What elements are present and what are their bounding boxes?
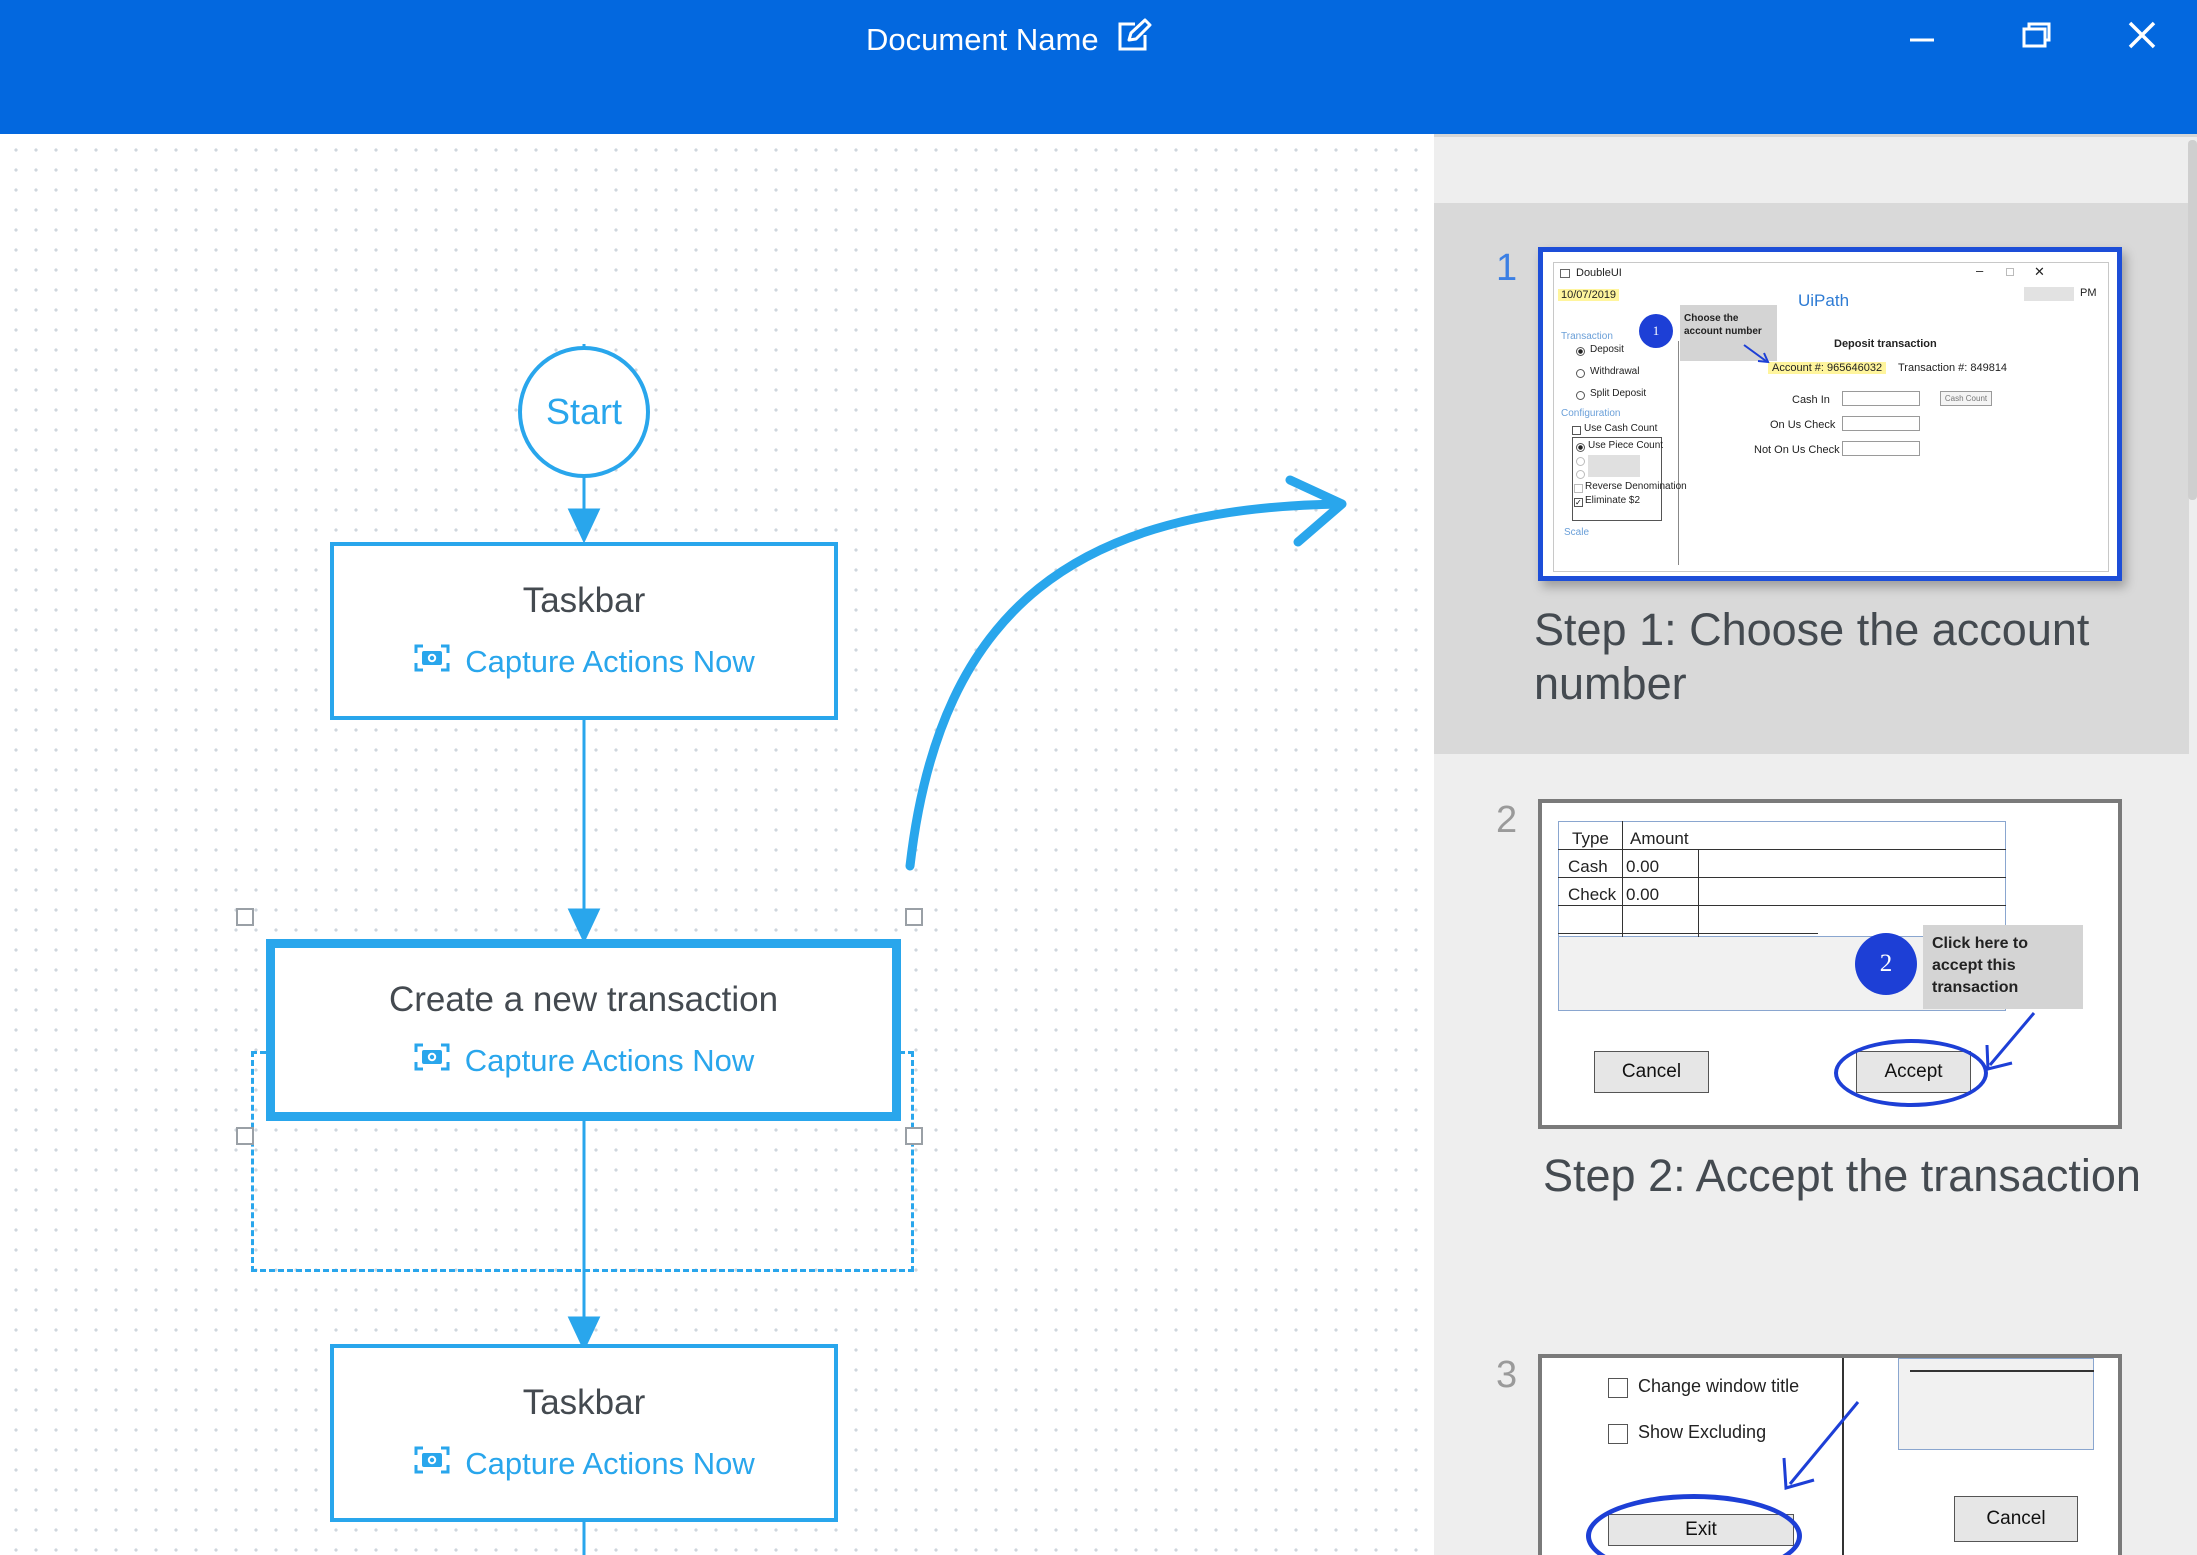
capture-label: Capture Actions Now [465, 1446, 755, 1481]
column-header-amount: Amount [1630, 829, 1689, 848]
node-title: Taskbar [522, 1383, 646, 1422]
not-on-us-check-label: Not On Us Check [1754, 444, 1840, 456]
arrowhead [567, 908, 601, 944]
cancel-button: Cancel [1954, 1496, 2078, 1542]
deposit-heading: Deposit transaction [1834, 338, 1937, 350]
checkbox-show-excluding: Show Excluding [1638, 1422, 1767, 1442]
step-card-2[interactable]: 2 Type Amount Cash 0.00 Check 0.00 2 Cli… [1434, 757, 2189, 1277]
cell-amount: 0.00 [1626, 885, 1660, 904]
step-number: 3 [1496, 1354, 1518, 1396]
flow-node-taskbar-2[interactable]: Taskbar Capture Actions Now [330, 1344, 838, 1522]
cash-in-label: Cash In [1792, 394, 1830, 406]
transaction-number: Transaction #: 849814 [1898, 362, 2008, 374]
capture-actions-button[interactable]: Capture Actions Now [413, 1445, 755, 1483]
resize-handle-bottom-right[interactable] [905, 1127, 923, 1145]
radio-deposit: Deposit [1590, 344, 1624, 355]
checkbox-use-cash-count: Use Cash Count [1584, 423, 1658, 434]
callout-text: Choose the account number [1684, 313, 1762, 337]
steps-panel[interactable]: 1 DoubleUI – ✕ 10/07/2019 PM UiPath 1 Ch… [1434, 134, 2197, 1555]
document-title-group[interactable]: Document Name [866, 18, 1153, 62]
document-name[interactable]: Document Name [866, 22, 1099, 57]
node-title: Create a new transaction [388, 980, 779, 1019]
arrow-pointer [1782, 1401, 1860, 1490]
checkbox-change-window-title: Change window title [1638, 1376, 1800, 1396]
flow-node-taskbar[interactable]: Taskbar Capture Actions Now [330, 542, 838, 720]
checkbox-eliminate: Eliminate $2 [1585, 495, 1641, 506]
cell-type: Check [1568, 885, 1617, 904]
transaction-group-label: Transaction [1561, 331, 1613, 342]
scale-label: Scale [1564, 527, 1590, 538]
flow-connectors [567, 344, 1347, 1555]
step-caption: Step 1: Choose the account number [1534, 604, 2090, 709]
capture-actions-button[interactable]: Capture Actions Now [413, 1042, 754, 1080]
panel-scrollbar[interactable] [2188, 140, 2197, 500]
date-label: 10/07/2019 [1558, 289, 1620, 301]
start-label: Start [545, 391, 623, 432]
resize-handle-top-left[interactable] [236, 908, 254, 926]
node-title: Taskbar [522, 581, 646, 620]
arrow-pointer [1743, 344, 1770, 364]
cell-amount: 0.00 [1626, 857, 1660, 876]
capture-label: Capture Actions Now [464, 1043, 755, 1078]
column-header-type: Type [1572, 829, 1609, 848]
time-label: PM [2080, 287, 2097, 299]
step-caption: Step 2: Accept the transaction [1543, 1150, 2141, 1201]
curved-arrow [905, 475, 1347, 871]
callout-number: 1 [1652, 323, 1660, 338]
radio-use-piece-count: Use Piece Count [1588, 440, 1664, 451]
callout-text: Click here to accept this transaction [1932, 935, 2029, 996]
cancel-button: Cancel [1594, 1051, 1709, 1093]
step-number: 1 [1496, 247, 1518, 289]
cash-count-button: Cash Count [1940, 391, 1992, 406]
checkbox-reverse-denomination: Reverse Denomination [1585, 481, 1687, 492]
flow-node-create-transaction[interactable]: Create a new transaction Capture Actions… [266, 939, 901, 1121]
resize-handle-bottom-left[interactable] [236, 1127, 254, 1145]
capture-actions-button[interactable]: Capture Actions Now [413, 643, 755, 681]
configuration-group-label: Configuration [1561, 408, 1621, 419]
window-title: DoubleUI [1576, 267, 1622, 279]
minimize-icon[interactable] [1892, 10, 1952, 60]
capture-label: Capture Actions Now [465, 644, 755, 679]
brand-label: UiPath [1798, 291, 1850, 310]
close-icon[interactable] [2112, 10, 2172, 60]
step-card-1[interactable]: 1 DoubleUI – ✕ 10/07/2019 PM UiPath 1 Ch… [1434, 203, 2189, 754]
callout-number: 2 [1879, 950, 1893, 977]
step-screenshot[interactable]: Type Amount Cash 0.00 Check 0.00 2 Click… [1538, 799, 2122, 1129]
cell-type: Cash [1568, 857, 1608, 876]
camera-icon [413, 1445, 451, 1483]
step-card-3[interactable]: 3 Change window title Show Excluding Exi… [1434, 1312, 2189, 1555]
step-screenshot[interactable]: Change window title Show Excluding Exit … [1538, 1354, 2122, 1555]
start-node[interactable]: Start [518, 346, 650, 478]
flow-canvas[interactable]: Start Taskbar Capture Actions Now Create… [0, 134, 1434, 1555]
camera-icon [413, 643, 451, 681]
restore-icon[interactable] [2006, 10, 2066, 60]
step-number: 2 [1496, 799, 1518, 841]
arrowhead [567, 1316, 601, 1352]
edit-icon[interactable] [1115, 18, 1153, 62]
radio-withdrawal: Withdrawal [1590, 366, 1640, 377]
resize-handle-top-right[interactable] [905, 908, 923, 926]
title-bar: Document Name [0, 0, 2197, 134]
on-us-check-label: On Us Check [1770, 419, 1836, 431]
camera-icon [413, 1042, 451, 1080]
radio-split-deposit: Split Deposit [1590, 388, 1647, 399]
account-number: Account #: 965646032 [1768, 362, 1887, 374]
step-screenshot[interactable]: DoubleUI – ✕ 10/07/2019 PM UiPath 1 Choo… [1538, 247, 2122, 581]
arrow-pointer [1985, 1012, 2036, 1071]
arrowhead [567, 508, 601, 544]
